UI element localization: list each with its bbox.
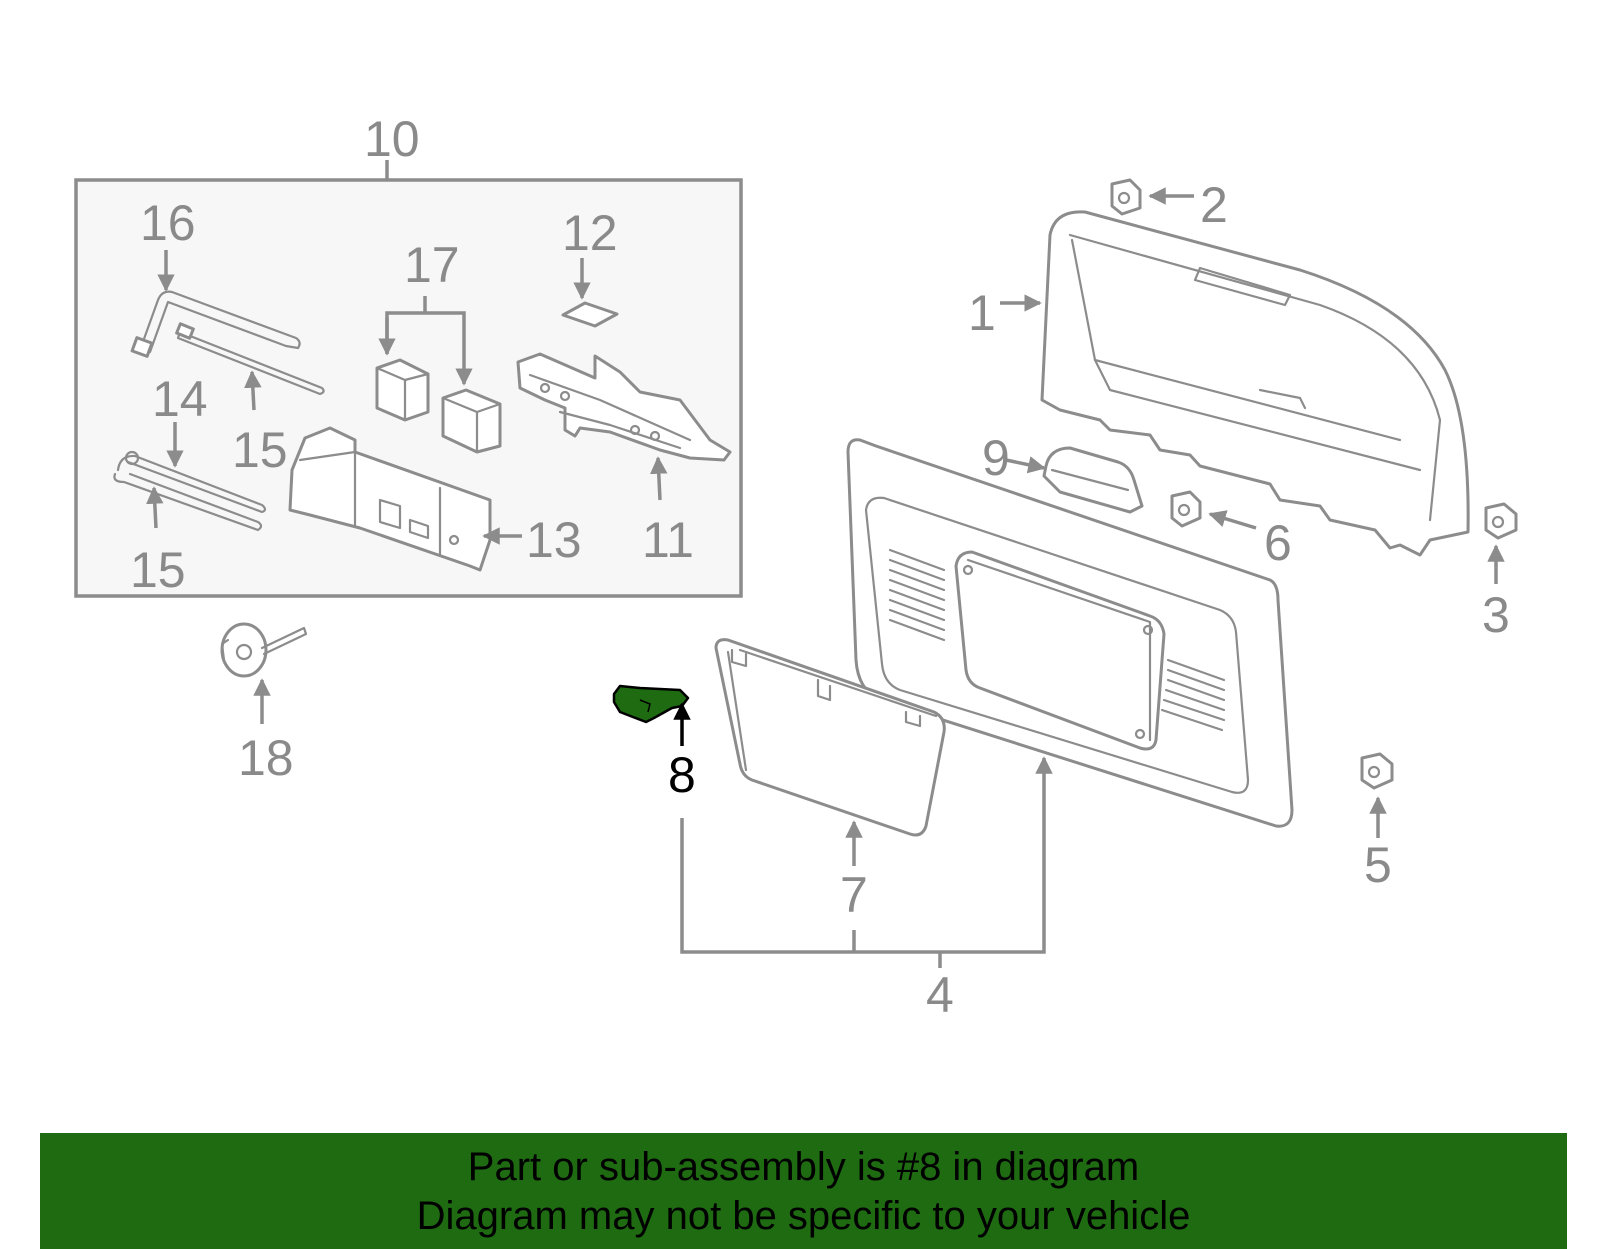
part-1-upper-trim-panel[interactable] <box>1040 210 1470 557</box>
callout-label-17: 17 <box>404 237 460 293</box>
callout-label-7: 7 <box>840 867 868 923</box>
callout-label-1: 1 <box>968 285 996 341</box>
part-12-label[interactable] <box>561 301 619 328</box>
part-2-clip[interactable] <box>1110 178 1142 216</box>
part-8-highlighted-clip[interactable] <box>612 684 690 724</box>
callout-label-2: 2 <box>1200 177 1228 233</box>
part-6-clip[interactable] <box>1170 490 1202 528</box>
callout-label-15-lower: 15 <box>130 542 186 598</box>
part-16-wheel-wrench[interactable] <box>130 290 301 358</box>
part-15-extension-bar-upper[interactable] <box>175 322 325 396</box>
callout-label-5: 5 <box>1364 837 1392 893</box>
callout-label-14: 14 <box>152 371 208 427</box>
callout-label-18: 18 <box>238 730 294 786</box>
callout-label-3: 3 <box>1482 587 1510 643</box>
callout-label-10: 10 <box>364 111 420 167</box>
part-3-clip[interactable] <box>1484 502 1518 540</box>
callout-label-12: 12 <box>562 205 618 261</box>
callout-label-11: 11 <box>642 512 694 568</box>
part-5-clip[interactable] <box>1360 752 1394 790</box>
banner-line-1: Part or sub-assembly is #8 in diagram <box>467 1145 1140 1189</box>
part-17-foam-blocks[interactable] <box>375 358 502 454</box>
callout-label-4: 4 <box>926 967 954 1023</box>
part-13-tool-tray[interactable] <box>288 426 492 572</box>
callout-label-16: 16 <box>140 195 196 251</box>
callout-label-8-selected: 8 <box>668 747 696 803</box>
callout-label-15-upper: 15 <box>232 422 288 478</box>
part-7-cover[interactable] <box>714 638 946 837</box>
part-18-spare-tire-bolt[interactable] <box>220 622 308 678</box>
part-14-15-handle-bars[interactable] <box>113 450 267 532</box>
banner-line-2: Diagram may not be specific to your vehi… <box>416 1194 1191 1238</box>
info-banner: Part or sub-assembly is #8 in diagram Di… <box>40 1133 1567 1249</box>
part-4-lower-garnish[interactable] <box>846 438 1294 828</box>
callout-label-13: 13 <box>526 512 582 568</box>
part-9-pull-handle[interactable] <box>1042 446 1144 514</box>
part-11-jack[interactable] <box>516 352 732 462</box>
callout-label-9: 9 <box>982 430 1010 486</box>
callout-label-6: 6 <box>1264 515 1292 571</box>
